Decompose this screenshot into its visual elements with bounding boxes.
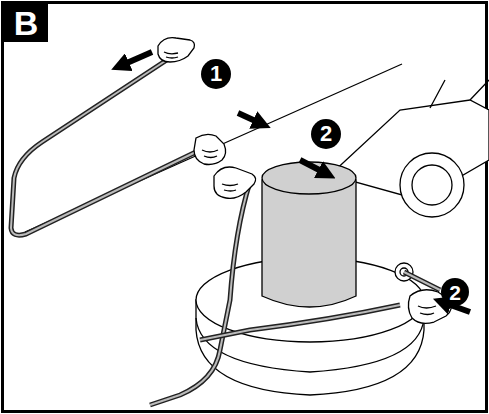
callout-number: 2 [311, 119, 341, 149]
callout-number: 2 [441, 278, 469, 306]
panel-letter: B [4, 4, 48, 42]
callout-number: 1 [201, 59, 231, 89]
panel-border [3, 3, 487, 412]
push-arrow [300, 160, 327, 174]
pull-arrow [238, 113, 262, 124]
hand [214, 167, 256, 198]
wire-loop [11, 46, 200, 235]
hand [194, 134, 226, 164]
wire [150, 182, 440, 405]
pull-arrow [120, 52, 152, 66]
hand [158, 38, 195, 62]
